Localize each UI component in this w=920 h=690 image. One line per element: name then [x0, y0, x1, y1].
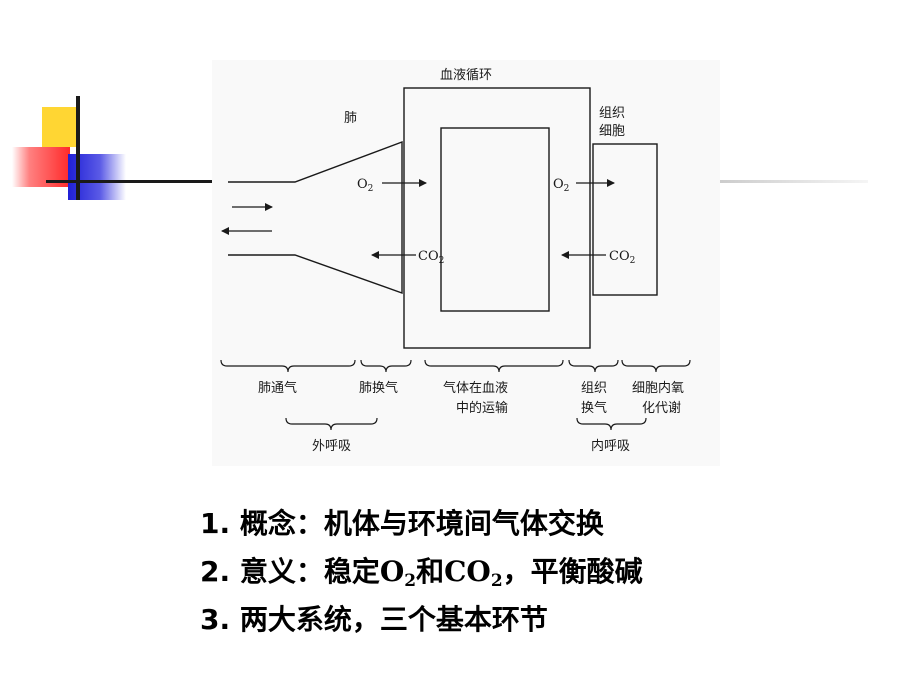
stage-tissue-exchange-line1: 组织 — [581, 381, 607, 396]
svg-text:CO2: CO2 — [418, 249, 444, 266]
decorative-yellow-square — [42, 107, 80, 147]
o2-right-subscript: 2 — [564, 184, 570, 194]
lung-label: 肺 — [344, 111, 357, 126]
bracket-oxidation — [621, 359, 691, 373]
o2-right-label: O — [553, 177, 564, 192]
bullet-text: 两大系统，三个基本环节 — [239, 603, 548, 636]
circulation-label: 血液循环 — [440, 68, 492, 83]
stage-tissue-exchange-line2: 换气 — [581, 400, 607, 416]
and-word: 和 — [416, 555, 445, 588]
decorative-horizontal-line — [46, 180, 212, 183]
decorative-vertical-line — [76, 96, 80, 200]
lung-shape — [228, 140, 403, 294]
group-external-respiration: 外呼吸 — [312, 439, 351, 454]
bullet-item: 2. 意义：稳定O2和CO2，平衡酸碱 — [200, 548, 643, 596]
stage-lung-exchange: 肺换气 — [359, 380, 398, 396]
bullet-number: 1. — [200, 507, 231, 540]
bullet-item: 1. 概念：机体与环境间气体交换 — [200, 500, 643, 548]
bullet-list: 1. 概念：机体与环境间气体交换 2. 意义：稳定O2和CO2，平衡酸碱 3. … — [200, 500, 643, 644]
svg-text:CO2: CO2 — [609, 249, 635, 266]
tissue-cell-box — [592, 143, 658, 296]
svg-text:O2: O2 — [357, 177, 373, 194]
stage-transport-line1: 气体在血液 — [443, 380, 508, 396]
group-internal-respiration: 内呼吸 — [591, 438, 630, 454]
tissue-label-line2: 细胞 — [599, 124, 625, 139]
stage-transport-line2: 中的运输 — [456, 400, 508, 416]
co2-right-subscript: 2 — [630, 256, 636, 266]
bullet-number: 3. — [200, 603, 231, 636]
bullet-text-before: 意义：稳定 — [239, 555, 380, 588]
o2-left-subscript: 2 — [368, 184, 374, 194]
stage-ventilation: 肺通气 — [258, 380, 297, 396]
circulation-outer-box — [403, 87, 591, 349]
tissue-label-line1: 组织 — [599, 106, 625, 121]
o2-symbol: O — [379, 555, 405, 588]
stage-oxidation-line2: 化代谢 — [642, 400, 681, 416]
co2-symbol: CO — [444, 555, 491, 588]
bullet-text-after: ，平衡酸碱 — [502, 555, 643, 588]
bracket-transport — [424, 359, 564, 373]
bullet-item: 3. 两大系统，三个基本环节 — [200, 596, 643, 644]
circulation-inner-box — [440, 127, 550, 312]
o2-formula: O2 — [379, 555, 417, 591]
bracket-external — [285, 417, 378, 431]
o2-left-label: O — [357, 177, 368, 192]
co2-right-label: CO — [609, 249, 630, 264]
bracket-ventilation — [220, 359, 356, 373]
bullet-text: 概念：机体与环境间气体交换 — [239, 507, 604, 540]
svg-text:O2: O2 — [553, 177, 569, 194]
bullet-number: 2. — [200, 555, 231, 588]
bracket-internal — [576, 417, 647, 431]
co2-left-label: CO — [418, 249, 439, 264]
co2-left-subscript: 2 — [439, 256, 445, 266]
co2-formula: CO2 — [444, 555, 503, 591]
decorative-fade-line — [718, 180, 868, 183]
stage-oxidation-line1: 细胞内氧 — [632, 380, 684, 396]
bracket-tissue-exchange — [568, 359, 619, 373]
o2-subscript: 2 — [404, 571, 417, 591]
bracket-lung-exchange — [360, 359, 412, 373]
co2-subscript: 2 — [490, 571, 503, 591]
